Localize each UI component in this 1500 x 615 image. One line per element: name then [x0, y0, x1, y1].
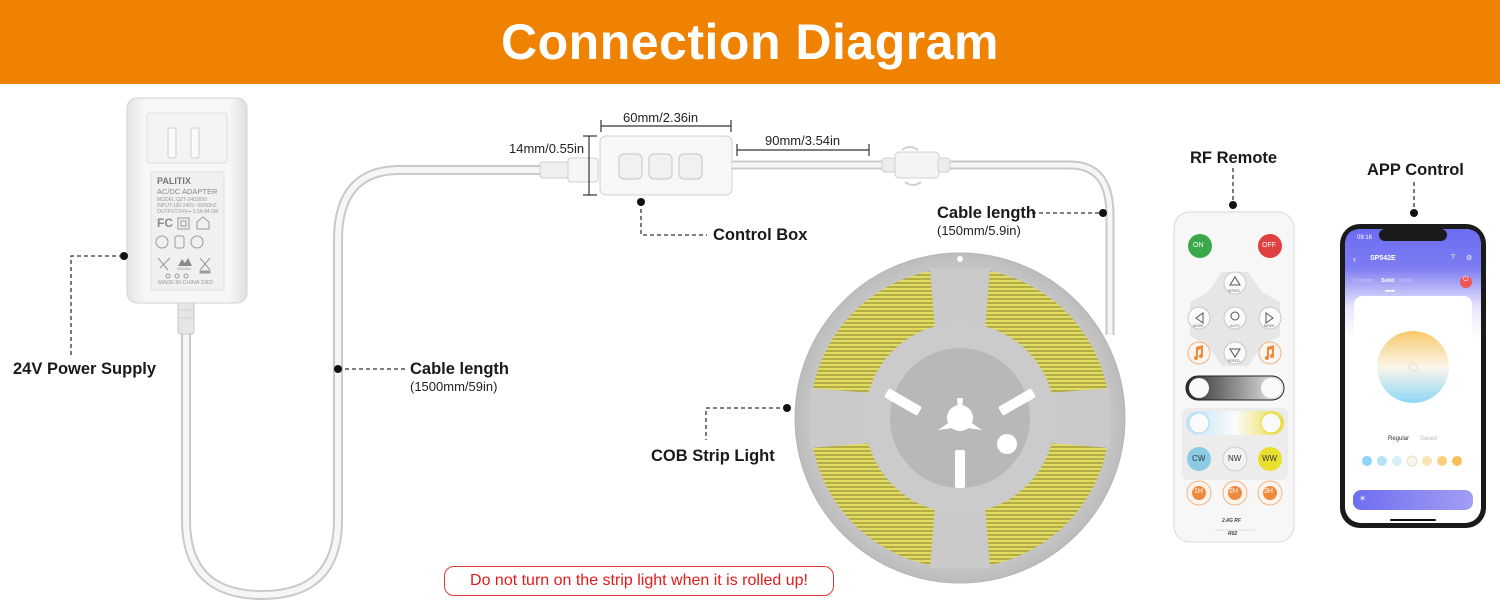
adapter-brand: PALITIX: [157, 176, 191, 186]
remote-mode-right-button[interactable]: MODE: [1264, 324, 1275, 328]
phone-tab-dynamic[interactable]: Dynamic: [1353, 278, 1375, 284]
phone-subtab-regular[interactable]: Regular: [1388, 436, 1410, 442]
label-cable-length-lead-value: (150mm/5.9in): [937, 223, 1021, 238]
dim-box-height: 14mm/0.55in: [509, 141, 585, 156]
label-cable-length-main-value: (1500mm/59in): [410, 379, 498, 394]
control-box: [599, 135, 733, 196]
smartphone: [1340, 224, 1486, 528]
remote-off-button[interactable]: OFF: [1262, 242, 1276, 249]
dimension-lines: [583, 120, 870, 196]
remote-ww-button[interactable]: WW: [1262, 454, 1278, 463]
adapter-input: INPUT:100-240V~50/60HZ: [157, 203, 217, 209]
callout-lines: [70, 168, 1415, 440]
phone-tab-music[interactable]: Music: [1399, 278, 1414, 284]
waterproof-connector: [881, 146, 951, 186]
color-swatches: [1362, 455, 1462, 467]
page-title: Connection Diagram: [501, 14, 999, 70]
label-rf-remote: RF Remote: [1190, 149, 1278, 167]
label-cable-length-main: Cable length: [410, 360, 510, 378]
remote-timer-3h[interactable]: 3H: [1264, 488, 1273, 495]
remote-mode-left-button[interactable]: MODE: [1193, 324, 1204, 328]
label-power-supply: 24V Power Supply: [13, 360, 157, 378]
main-cable: [181, 165, 550, 601]
adapter-strain-relief: [177, 299, 195, 335]
remote-cw-button[interactable]: CW: [1192, 454, 1206, 463]
remote-auto-button[interactable]: AUTO: [1230, 324, 1240, 328]
phone-power-button[interactable]: ⏻: [1463, 276, 1469, 283]
cob-strip-reel: [794, 252, 1126, 584]
color-swatch[interactable]: [1406, 455, 1418, 467]
fcc-logo: FC: [157, 216, 173, 230]
phone-brightness-slider[interactable]: ☀: [1359, 494, 1367, 503]
remote-speed-up-button[interactable]: SPEED: [1228, 289, 1240, 293]
rf-remote: [1173, 211, 1295, 543]
remote-speed-down-button[interactable]: SPEED: [1228, 359, 1240, 363]
phone-subtab-saved[interactable]: Saved: [1420, 436, 1438, 442]
callout-dots: [120, 198, 1418, 412]
dc-plug: [539, 157, 599, 183]
remote-timer-2h[interactable]: 2H: [1229, 488, 1238, 495]
phone-device-name: SP542E: [1370, 255, 1396, 262]
remote-nw-button[interactable]: NW: [1228, 454, 1242, 463]
remote-footer-rf: 2.4G RF: [1222, 518, 1241, 524]
remote-timer-1h[interactable]: 1H: [1194, 488, 1203, 495]
remote-footer-model: R02: [1228, 531, 1238, 537]
phone-time: 09:16: [1357, 235, 1373, 241]
phone-help-icon[interactable]: ?: [1451, 254, 1455, 261]
adapter-origin: MADE IN CHINA 2302: [158, 280, 214, 286]
label-app-control: APP Control: [1367, 161, 1464, 179]
color-swatch[interactable]: [1437, 456, 1447, 466]
label-cob-strip: COB Strip Light: [651, 447, 775, 465]
adapter-altitude: ≤5000m: [177, 266, 192, 271]
power-adapter: [126, 97, 248, 304]
phone-settings-icon[interactable]: ⚙: [1466, 255, 1473, 262]
label-cable-length-lead: Cable length: [937, 204, 1037, 222]
header-banner: Connection Diagram: [0, 0, 1500, 84]
adapter-output: OUTPUT:24V⎓ 3.5A 84.0W: [157, 209, 219, 215]
label-control-box: Control Box: [713, 226, 808, 244]
dim-box-width: 60mm/2.36in: [623, 110, 699, 125]
phone-tab-solid[interactable]: Solid: [1381, 278, 1395, 284]
warning-text: Do not turn on the strip light when it i…: [470, 572, 808, 589]
phone-back-icon[interactable]: ‹: [1353, 254, 1356, 264]
warning-box: Do not turn on the strip light when it i…: [444, 566, 834, 596]
color-swatch[interactable]: [1392, 456, 1402, 466]
remote-on-button[interactable]: ON: [1193, 242, 1204, 249]
adapter-model: MODEL:QZT-2403000: [157, 197, 208, 203]
color-swatch[interactable]: [1452, 456, 1462, 466]
color-swatch[interactable]: [1422, 456, 1432, 466]
color-swatch[interactable]: [1362, 456, 1372, 466]
color-swatch[interactable]: [1377, 456, 1387, 466]
adapter-type: AC/DC ADAPTER: [157, 187, 218, 196]
dim-lead-length: 90mm/3.54in: [765, 133, 841, 148]
